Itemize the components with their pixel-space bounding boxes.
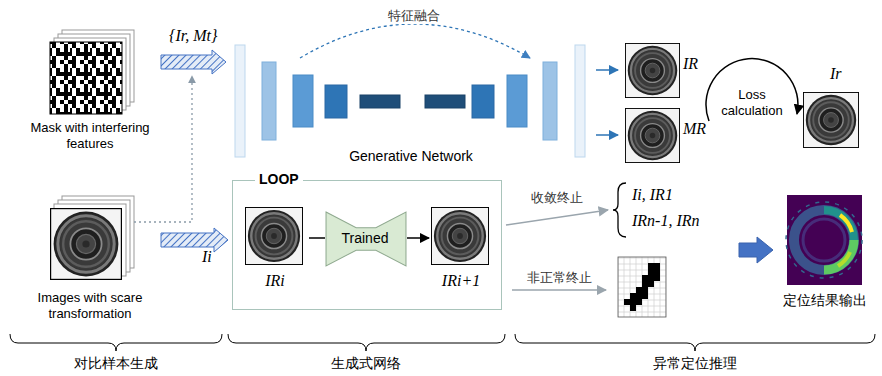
node-text: Ir: [830, 64, 842, 83]
result-brace-part: [613, 183, 626, 237]
abnormal-mask-grid-part: [630, 305, 636, 311]
network-blocks-part: [507, 75, 527, 127]
loss-loop-arrow: [706, 59, 798, 121]
network-blocks-part: [360, 95, 400, 108]
connector: [596, 134, 618, 136]
network-blocks-part: [472, 85, 494, 118]
loop-input-node: IRi: [243, 205, 309, 297]
node-text: Generative Network: [230, 148, 592, 165]
node-text: 定位结果输出: [775, 292, 875, 309]
node-text: Images with scare transformation: [25, 290, 155, 321]
image-stack: [51, 196, 134, 279]
section-braces-part: [228, 334, 505, 351]
localization-output: 定位结果输出: [775, 190, 877, 315]
network-blocks-part: [325, 85, 347, 118]
loop-input-image: [245, 207, 302, 264]
heatmap-image: [786, 195, 862, 285]
node-text: MR: [683, 119, 706, 138]
free-label: Loss calculation: [713, 87, 791, 118]
network-blocks-part: [262, 62, 276, 140]
abnormal-mask-grid: [618, 257, 666, 317]
free-label: 对比样本生成: [74, 355, 158, 372]
block-arrow: [739, 237, 773, 263]
section-braces: [10, 334, 875, 351]
edge-label: {Ir, Mt}: [169, 26, 217, 45]
dotted-link: [134, 76, 192, 222]
abnormal-mask-grid-part: [630, 293, 648, 299]
network-blocks-part: [543, 62, 557, 140]
free-label: 异常定位推理: [653, 355, 737, 372]
network-blocks-part: [575, 45, 585, 157]
image-stack-node: Images with scare transformation: [25, 190, 157, 330]
loop-box: LOOPIRiTrainedIRi+1: [232, 180, 502, 310]
mask-stack-part: [50, 42, 122, 114]
connector: [506, 210, 608, 225]
reference-image-node: Ir: [798, 64, 864, 154]
edge-label: 收敛终止: [529, 190, 585, 206]
abnormal-mask-grid-part: [642, 275, 654, 287]
node-text: Trained: [325, 230, 405, 247]
hatched-arrow: [161, 50, 226, 74]
hatched-arrow: [161, 228, 228, 252]
connector: [596, 69, 618, 71]
mask-stack-node: Mask with interfering features: [25, 20, 157, 165]
node-text: LOOP: [255, 171, 303, 188]
output-image: [625, 43, 679, 97]
result-brace: [613, 183, 626, 237]
node-text: Mask with interfering features: [25, 120, 155, 151]
loop-output-node: IRi+1: [429, 205, 495, 297]
free-label: 非正常终止: [525, 270, 594, 286]
node-text: IRn-1, IRn: [632, 211, 700, 230]
node-text: IRi+1: [429, 271, 493, 290]
trained-model: Trained: [325, 211, 407, 267]
heatmap-image-part: [803, 219, 845, 261]
mask-stack: [50, 30, 134, 114]
heatmap-image-part: [787, 195, 862, 285]
abnormal-mask-grid-part: [648, 263, 660, 275]
connector: [407, 237, 429, 239]
abnormal-stop-arrow: [512, 289, 606, 291]
heatmap-image-part: [794, 210, 854, 270]
node-text: Ii, IR1: [632, 185, 673, 204]
edge-label: Ii: [202, 247, 212, 266]
output-mask-node: MR: [620, 105, 709, 167]
section-braces-part: [515, 334, 875, 351]
reference-image: [803, 92, 858, 147]
section-braces-part: [10, 334, 222, 351]
heatmap-image-part: [786, 202, 862, 278]
network-blocks-part: [235, 45, 245, 157]
fusion-arc: [300, 24, 530, 58]
output-image-node: IR: [620, 40, 701, 102]
network-blocks-part: [293, 75, 313, 127]
generative-network: Generative Network: [230, 38, 594, 173]
network-blocks-part: [425, 95, 465, 108]
network-blocks: [235, 45, 585, 157]
abnormal-mask-grid-part: [654, 275, 660, 281]
loop-output-image: [431, 207, 488, 264]
abnormal-mask-grid-part: [618, 257, 666, 317]
node-text: IRi: [243, 271, 307, 290]
converged-pair: Ii, IR1IRn-1, IRn: [612, 180, 737, 240]
connector: [309, 237, 325, 239]
image-stack-part: [51, 209, 122, 280]
free-label: 生成式网络: [331, 355, 401, 372]
free-label: 特征融合: [386, 8, 442, 24]
node-text: IR: [683, 54, 698, 73]
output-mask-image: [625, 108, 679, 162]
abnormal-mask-grid-part: [624, 299, 642, 305]
